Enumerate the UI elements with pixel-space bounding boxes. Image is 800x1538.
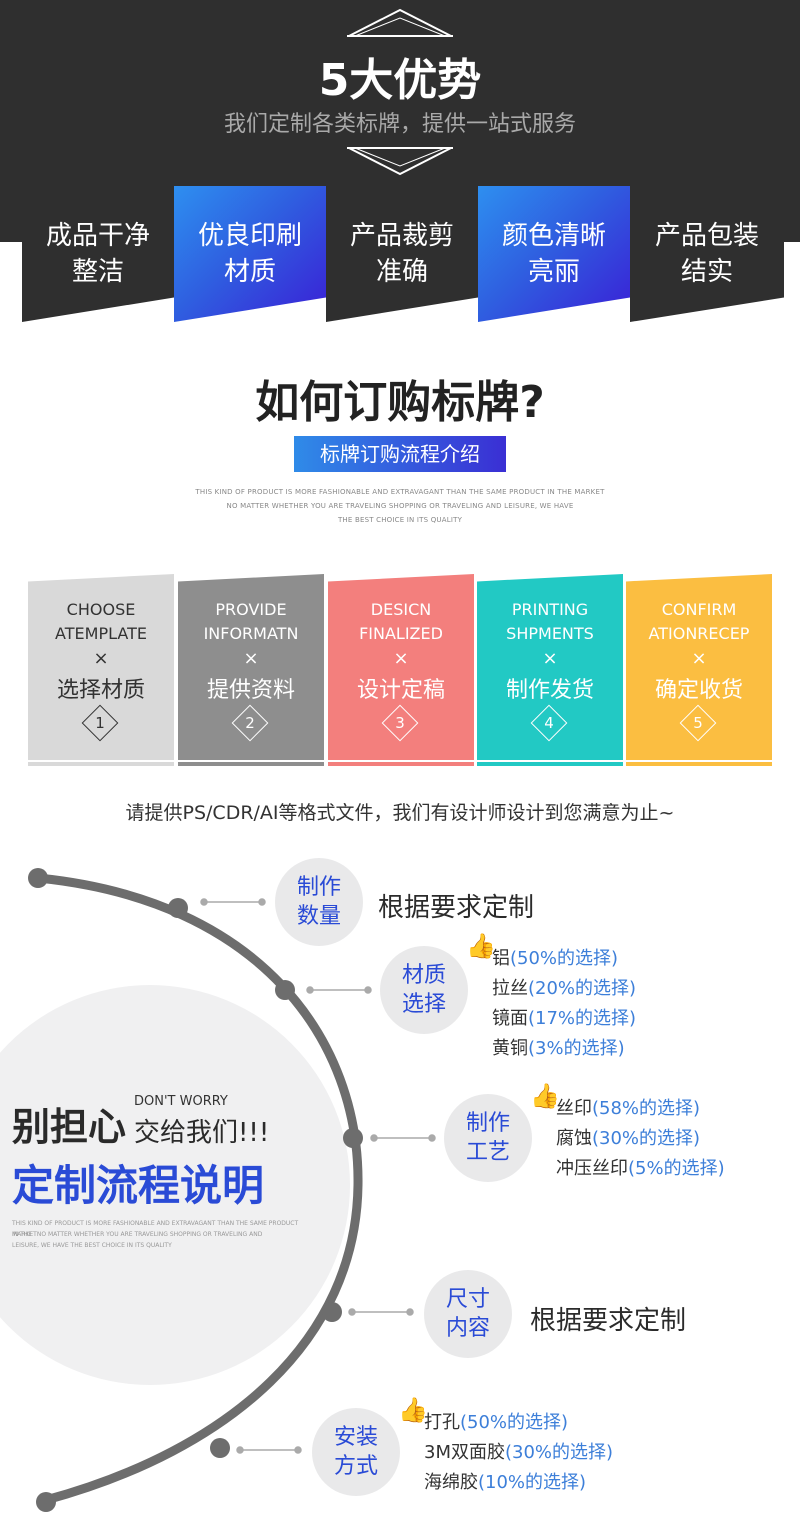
step-underline (328, 762, 474, 766)
advantage-card-2: 优良印刷 材质 (174, 186, 326, 322)
order-badge: 标牌订购流程介绍 (294, 436, 506, 472)
file-format-note: 请提供PS/CDR/AI等格式文件，我们有设计师设计到您满意为止~ (125, 802, 675, 824)
step-english-label: CHOOSE ATEMPLATE (55, 600, 147, 643)
page-subtitle: 我们定制各类标牌，提供一站式服务 (223, 112, 576, 137)
step-english-label: DESICN FINALIZED (359, 600, 443, 643)
advantage-card-5: 产品包装 结实 (630, 186, 784, 322)
step-english-label: CONFIRM ATIONRECEP (648, 600, 750, 643)
material-option: 铝(50%的选择) (492, 948, 619, 969)
process-bubble-quantity: 制作 数量 (275, 858, 363, 946)
step-chinese-label: 提供资料 (206, 678, 295, 703)
advantage-card-3: 产品裁剪 准确 (326, 186, 478, 322)
process-english-line: LEISURE, WE HAVE THE BEST CHOICE IN ITS … (12, 1242, 172, 1249)
process-bubble-material: 材质 选择 (380, 946, 468, 1034)
process-english-line: MARKETNO MATTER WHETHER YOU ARE TRAVELIN… (12, 1231, 263, 1238)
step-separator: × (691, 648, 707, 669)
process-arc-decoration (0, 868, 436, 1512)
process-english-line: THIS KIND OF PRODUCT IS MORE FASHIONABLE… (12, 1220, 299, 1238)
craft-option: 腐蚀(30%的选择) (556, 1128, 701, 1149)
process-heading: 定制流程说明 (12, 1161, 265, 1210)
advantage-label: 产品裁剪 准确 (349, 221, 454, 287)
arc-node (168, 898, 188, 918)
bottom-chevron-decoration (347, 147, 453, 176)
install-option: 海绵胶(10%的选择) (424, 1472, 587, 1493)
craft-option: 丝印(58%的选择) (556, 1098, 701, 1119)
step-underline (477, 762, 623, 766)
material-option: 黄铜(3%的选择) (492, 1038, 625, 1059)
step-separator: × (243, 648, 259, 669)
process-bubble-craft: 制作 工艺 (444, 1094, 532, 1182)
step-number-diamond: 2 (231, 704, 269, 742)
step-chinese-label: 确定收货 (654, 678, 743, 703)
arc-node (210, 1438, 230, 1458)
arc-node (275, 980, 295, 1000)
arc-node (343, 1128, 363, 1148)
size-label: 根据要求定制 (530, 1306, 687, 1336)
step-underline (178, 762, 324, 766)
top-chevron-decoration (347, 8, 453, 37)
step-number-diamond: 1 (81, 704, 119, 742)
step-underline (626, 762, 772, 766)
order-english-line: THIS KIND OF PRODUCT IS MORE FASHIONABLE… (195, 488, 605, 496)
quantity-label: 根据要求定制 (378, 893, 535, 923)
dont-worry-heading: 别担心 (12, 1105, 127, 1149)
step-chinese-label: 制作发货 (505, 678, 594, 703)
order-english-line: THE BEST CHOICE IN ITS QUALITY (337, 516, 463, 524)
step-number-diamond: 4 (530, 704, 568, 742)
step-chinese-label: 设计定稿 (356, 678, 445, 703)
step-chinese-label: 选择材质 (56, 678, 145, 703)
step-separator: × (542, 648, 558, 669)
step-separator: × (393, 648, 409, 669)
dont-worry-english: DON'T WORRY (134, 1094, 228, 1109)
step-english-label: PROVIDE INFORMATN (203, 600, 299, 643)
arc-node (28, 868, 48, 888)
leave-it-to-us: 交给我们!!! (134, 1118, 270, 1148)
step-english-label: PRINTING SHPMENTS (506, 600, 594, 643)
step-underline (28, 762, 174, 766)
material-option: 拉丝(20%的选择) (492, 978, 637, 999)
advantage-card-4: 颜色清晰 亮丽 (478, 186, 630, 322)
thumbs-up-icon: 👍 (530, 1082, 560, 1110)
advantage-label: 颜色清晰 亮丽 (501, 221, 606, 287)
step-number-diamond: 5 (679, 704, 717, 742)
arc-node (36, 1492, 56, 1512)
thumbs-up-icon: 👍 (398, 1396, 428, 1424)
advantage-label: 优良印刷 材质 (197, 221, 302, 287)
advantage-label: 产品包装 结实 (654, 221, 759, 287)
step-separator: × (93, 648, 109, 669)
order-english-line: NO MATTER WHETHER YOU ARE TRAVELING SHOP… (226, 502, 574, 510)
step-number-diamond: 3 (381, 704, 419, 742)
process-bubble-install: 安装 方式 (312, 1408, 400, 1496)
install-option: 打孔(50%的选择) (424, 1412, 569, 1433)
process-bubble-size: 尺寸 内容 (424, 1270, 512, 1358)
page-title: 5大优势 (318, 55, 482, 106)
advantage-card-1: 成品干净 整洁 (22, 186, 174, 322)
advantage-label: 成品干净 整洁 (45, 221, 150, 287)
install-option: 3M双面胶(30%的选择) (424, 1442, 614, 1463)
craft-option: 冲压丝印(5%的选择) (556, 1158, 725, 1179)
thumbs-up-icon: 👍 (466, 932, 496, 960)
order-title: 如何订购标牌? (255, 377, 545, 428)
arc-node (322, 1302, 342, 1322)
material-option: 镜面(17%的选择) (492, 1008, 637, 1029)
